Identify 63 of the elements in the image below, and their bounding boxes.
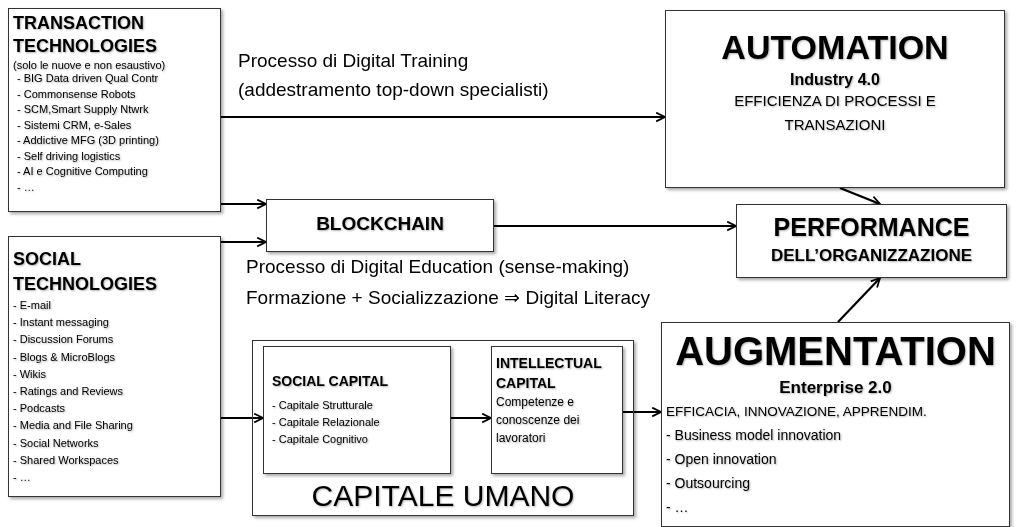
list-item: - Capitale Cognitivo [272,432,369,447]
box-subtitle: Enterprise 2.0 [778,377,893,399]
process-box [665,10,1005,188]
arrow [837,277,881,323]
arrow [494,220,737,232]
list-item: - Outsourcing [666,474,752,493]
box-title: BLOCKCHAIN [315,213,445,235]
inner-box [491,346,623,474]
box-title: AUTOMATION [720,27,950,67]
list-item: - E-mail [13,298,52,313]
list-item: - Business model innovation [666,426,843,445]
list-item: - Social Networks [13,435,100,451]
list-item: - Instant messaging [13,315,110,331]
list-item: - Discussion Forums [13,332,115,348]
inner-box [263,346,451,474]
card-description: Competenze e conoscenze dei lavoratori [496,394,581,447]
process-box [661,322,1010,527]
list-item: - Open innovation [666,450,778,469]
edge-label: Processo di Digital Training (addestramento top-down specialisti) [238,49,550,102]
process-box [736,204,1007,278]
box-description: EFFICIENZA DI PROCESSI E TRANSAZIONI [733,91,937,135]
arrow [451,412,492,424]
arrow [221,111,666,123]
process-box [8,8,221,212]
card-heading: SOCIAL TECHNOLOGIES [13,248,158,296]
box-title: AUGMENTATION [674,328,997,375]
list-item: - Blogs & MicroBlogs [13,349,117,365]
list-item: - Capitale Relazionale [272,415,381,430]
list-item: - SCM,Smart Supply Ntwrk [16,102,150,117]
card-heading: SOCIAL CAPITAL [272,373,390,389]
list-item: - Capitale Strutturale [272,398,374,413]
box-subtitle: DELL’ORGANIZZAZIONE [769,245,974,267]
process-box [8,236,221,497]
list-item: - Ratings and Reviews [13,384,125,399]
card-heading: INTELLECTUAL CAPITAL [496,354,603,393]
arrow [623,406,662,418]
list-item: - … [666,498,690,517]
list-item: - Media and File Sharing [13,418,134,434]
list-item: - BIG Data driven Qual Contr [16,71,160,86]
card-subtitle: (solo le nuove e non esaustivo) [13,59,167,71]
card-heading: TRANSACTION TECHNOLOGIES [13,12,158,58]
box-title: PERFORMANCE [772,212,971,243]
list-item: - Commonsense Robots [16,86,137,102]
process-box [266,199,494,252]
note-text: Processo di Digital Education (sense-making) [246,256,630,278]
group-title: CAPITALE UMANO [310,479,576,513]
box-description: EFFICACIA, INNOVAZIONE, APPRENDIM. [666,403,928,421]
arrow [221,412,264,424]
list-item: - Sistemi CRM, e-Sales [16,117,133,133]
note-text: Formazione + Socializzazione ⇒ Digital Literacy [246,286,651,309]
list-item: - Self driving logistics [16,148,122,164]
list-item: - Wikis [13,366,47,382]
box-subtitle: Industry 4.0 [789,71,881,89]
process-box [252,340,634,516]
list-item: - Shared Workspaces [13,452,120,468]
arrow [839,186,881,206]
arrow [221,236,267,248]
list-item: - … [13,470,32,486]
arrow [221,198,267,210]
list-item: - AI e Cognitive Computing [16,164,149,179]
list-item: - … [16,179,36,195]
list-item: - Podcasts [13,401,66,417]
list-item: - Addictive MFG (3D printing) [16,133,160,148]
